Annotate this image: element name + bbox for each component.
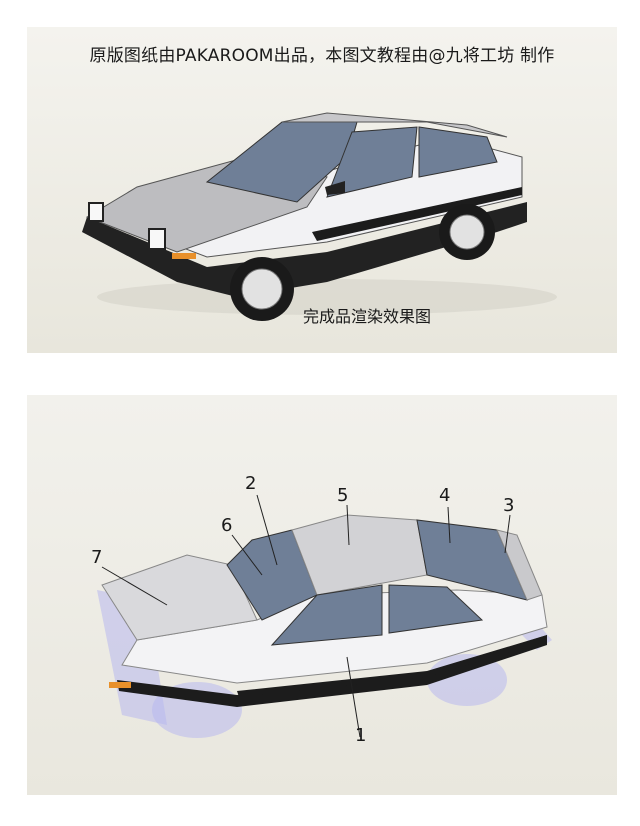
parts-diagram-panel: 1 2 3 4 5 6 7 [27,395,617,795]
header-credit-text: 原版图纸由PAKAROOM出品，本图文教程由@九将工坊 制作 [89,46,555,66]
callout-1: 1 [355,725,367,746]
callout-3: 3 [503,495,515,516]
rendered-car-illustration [82,112,557,321]
roof-part [291,514,428,596]
leader-line-6 [231,534,263,576]
callout-7: 7 [91,547,103,568]
parts-diagram-illustration [97,494,552,738]
callout-2: 2 [245,473,257,494]
render-panel: 原版图纸由PAKAROOM出品，本图文教程由@九将工坊 制作 完成品渲染效果图 [27,27,617,353]
callout-4: 4 [439,485,451,506]
callout-6: 6 [221,515,233,536]
leader-line-5 [346,504,350,546]
callout-5: 5 [337,485,349,506]
leader-line-2 [256,494,278,566]
leader-line-1 [346,656,361,738]
leader-line-4 [447,506,451,544]
leader-line-3 [504,514,511,554]
rear-pillar-part [496,529,543,601]
render-caption: 完成品渲染效果图 [303,307,432,326]
leader-line-7 [101,566,168,606]
